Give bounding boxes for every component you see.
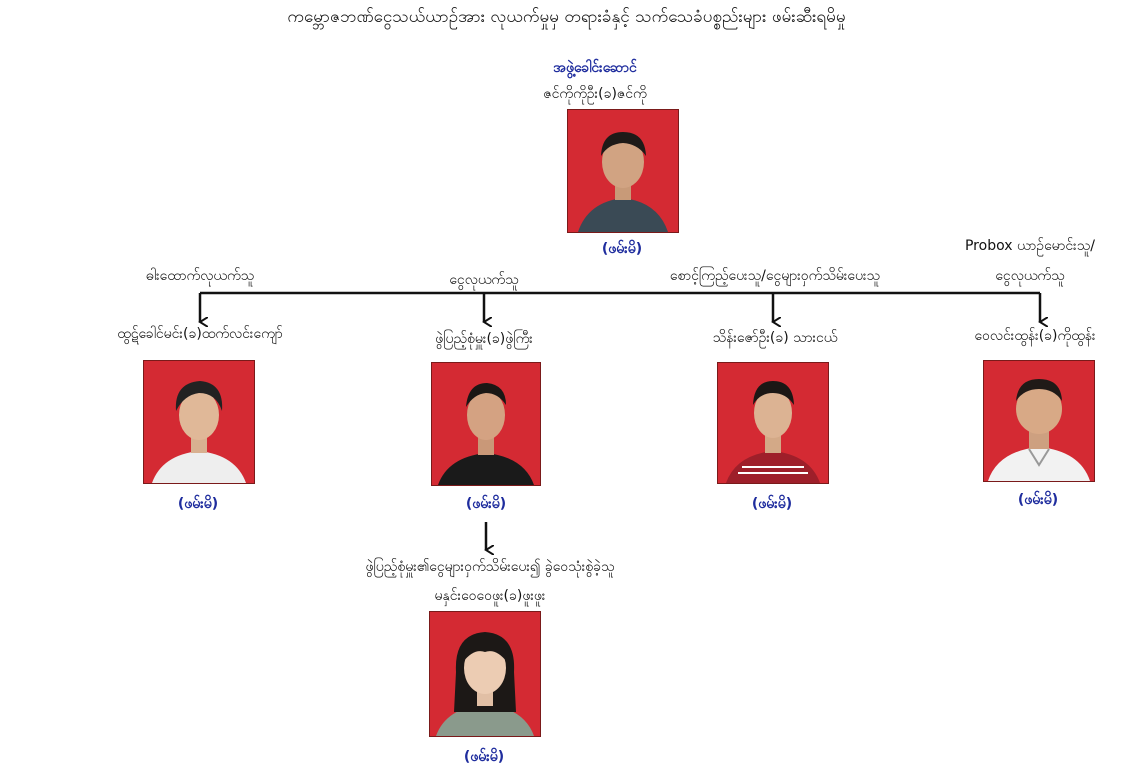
- member-4-role-line2: ငွေလုယက်သူ: [995, 268, 1065, 284]
- leader-photo: [567, 109, 679, 233]
- sub-member-name: မနှင်းဝေဝေဖူး(ခ)ဖူးဖူး: [434, 588, 546, 604]
- member-1-status: (ဖမ်းမိ): [177, 496, 219, 512]
- page-title: ကမ္ဘောဇဘဏ်ငွေသယ်ယာဉ်အား လုယက်မှုမှ တရားခ…: [287, 7, 846, 27]
- member-4-name: ဝေလင်းထွန်း(ခ)ကိုထွန်း: [974, 328, 1096, 344]
- member-4-status: (ဖမ်းမိ): [1017, 492, 1059, 508]
- member-2-name: ဖွဲပြည့်စုံမှူး(ခ)ဖွဲကြီး: [435, 331, 533, 347]
- sub-member-photo: [429, 611, 541, 737]
- sub-member-role: ဖွဲပြည့်စုံမှူး၏ငွေများဝှက်သိမ်းပေး၍ ခွဲ…: [365, 559, 615, 575]
- member-2-role: ငွေလုယက်သူ: [449, 272, 519, 288]
- member-3-photo: [717, 362, 829, 484]
- member-4-role-line1: Probox ယာဉ်မောင်းသူ/: [964, 238, 1095, 254]
- member-1-photo: [143, 360, 255, 484]
- leader-role: အဖွဲ့ခေါင်းဆောင်: [553, 60, 637, 76]
- sub-member-status: (ဖမ်းမိ): [463, 749, 505, 765]
- leader-status: (ဖမ်းမိ): [601, 241, 643, 257]
- leader-name: ဇင်ကိုကိုဦး(ခ)ဇင်ကို: [543, 86, 647, 102]
- member-3-status: (ဖမ်းမိ): [751, 496, 793, 512]
- member-3-name: သိန်းဇော်ဦး(ခ) သားငယ်: [712, 330, 838, 346]
- member-2-photo: [431, 362, 541, 486]
- member-3-role: စောင့်ကြည့်ပေးသူ/ငွေများဝှက်သိမ်းပေးသူ: [669, 268, 881, 284]
- member-1-name: ထွဋ်ခေါင်မင်း(ခ)ထက်လင်းကျော်: [117, 326, 283, 342]
- member-4-photo: [983, 360, 1095, 482]
- member-1-role: ဓါးထောက်လုယက်သူ: [145, 268, 255, 284]
- member-2-status: (ဖမ်းမိ): [465, 496, 507, 512]
